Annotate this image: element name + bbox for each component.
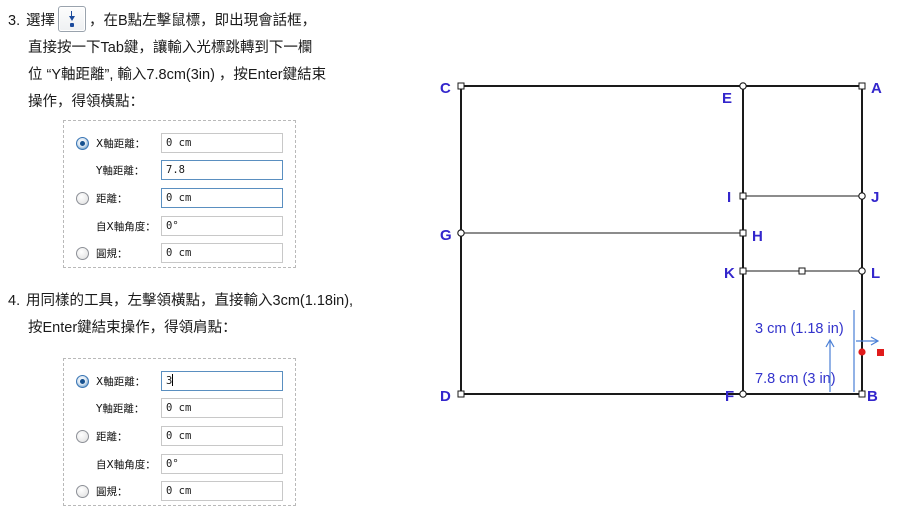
node-KL-mid[interactable] [798, 267, 806, 275]
step-3-number: 3. [8, 13, 21, 29]
step-3-line-4: 操作，得領橫點： [28, 94, 144, 110]
point-label-F: F [725, 388, 734, 405]
step-3-line-3: 位 “Y軸距離”, 輸入7.8cm(3in) ，按Enter鍵結束 [28, 67, 327, 83]
point-label-G: G [440, 227, 452, 244]
node-F[interactable] [739, 390, 747, 398]
input-x-distance[interactable]: 3 [161, 371, 283, 391]
radio-compass[interactable] [76, 484, 89, 498]
point-label-H: H [752, 228, 763, 245]
step-3-line-1: 選擇 [26, 13, 55, 29]
field-row-distance: 距離： 0 cm [64, 187, 295, 209]
field-row-x-distance: X軸距離： 3 [64, 370, 295, 392]
label-angle: 自X軸角度： [96, 220, 156, 233]
step-3: 3. 選擇 ，在B點左擊鼠標，即出現會話框， 直接按一下Tab鍵，讓輸入光標跳轉到下… [8, 6, 423, 116]
input-y-distance[interactable]: 7.8 [161, 160, 283, 180]
point-label-E: E [722, 90, 732, 107]
field-row-distance: 距離： 0 cm [64, 425, 295, 447]
step-3-line-2: 直接按一下Tab鍵，讓輸入光標跳轉到下一欄 [28, 40, 313, 56]
offset-dialog-2: X軸距離： 3 Y軸距離： 0 cm 距離： 0 cm 自X軸角度： 0° 圓規… [63, 358, 296, 506]
dimension-label-horizontal: 3 cm (1.18 in) [755, 321, 844, 337]
node-J[interactable] [858, 192, 866, 200]
label-distance: 距離： [96, 430, 128, 443]
input-y-distance[interactable]: 0 cm [161, 398, 283, 418]
node-L[interactable] [858, 267, 866, 275]
point-label-I: I [727, 189, 731, 206]
construction-lines [461, 195, 862, 272]
step-4-line-2: 按Enter鍵結束操作，得領肩點： [28, 320, 237, 336]
vertical-measure-arrow [825, 310, 855, 392]
cursor-square-marker [877, 349, 884, 356]
field-row-compass: 圓規： 0 cm [64, 480, 295, 502]
square-nodes [457, 82, 866, 398]
vertical-offset-tool-icon[interactable] [58, 6, 86, 32]
point-label-D: D [440, 388, 451, 405]
block-outline [460, 85, 863, 395]
node-D[interactable] [457, 390, 465, 398]
node-C[interactable] [457, 82, 465, 90]
field-row-angle: 自X軸角度： 0° [64, 215, 295, 237]
instruction-column: 3. 選擇 ，在B點左擊鼠標，即出現會話框， 直接按一下Tab鍵，讓輸入光標跳轉到下… [0, 0, 430, 523]
vertical-arrow-head [825, 338, 835, 348]
input-distance[interactable]: 0 cm [161, 426, 283, 446]
node-G[interactable] [457, 229, 465, 237]
horizontal-measure-arrow [856, 336, 880, 346]
field-row-y-distance: Y軸距離： 0 cm [64, 397, 295, 419]
label-x-distance: X軸距離： [96, 375, 146, 388]
label-y-distance: Y軸距離： [96, 164, 145, 177]
node-H[interactable] [739, 229, 747, 237]
radio-compass[interactable] [76, 246, 89, 260]
point-label-C: C [440, 80, 451, 97]
node-K[interactable] [739, 267, 747, 275]
radio-x-distance[interactable] [76, 374, 89, 388]
radio-distance[interactable] [76, 191, 89, 205]
input-x-distance[interactable]: 0 cm [161, 133, 283, 153]
label-angle: 自X軸角度： [96, 458, 156, 471]
field-row-x-distance: X軸距離： 0 cm [64, 132, 295, 154]
radio-x-distance[interactable] [76, 136, 89, 150]
dimension-label-vertical: 7.8 cm (3 in) [755, 371, 836, 387]
node-A[interactable] [858, 82, 866, 90]
input-angle[interactable]: 0° [161, 454, 283, 474]
cursor-point-marker [858, 348, 866, 356]
step-3-line-1b: ，在B點左擊鼠標，即出現會話框， [89, 13, 317, 29]
horizontal-arrow-head [870, 336, 880, 346]
anchor-dot-icon [70, 23, 74, 27]
circle-nodes [457, 82, 866, 398]
label-compass: 圓規： [96, 485, 128, 498]
radio-distance[interactable] [76, 429, 89, 443]
step-4-number: 4. [8, 293, 21, 309]
field-row-y-distance: Y軸距離： 7.8 [64, 159, 295, 181]
input-compass[interactable]: 0 cm [161, 243, 283, 263]
node-B[interactable] [858, 390, 866, 398]
label-distance: 距離： [96, 192, 128, 205]
label-x-distance: X軸距離： [96, 137, 146, 150]
arrow-shaft-icon [71, 11, 72, 18]
step-4: 4. 用同樣的工具，左擊領橫點，直接輸入3cm(1.18in), 按Enter鍵結… [8, 288, 423, 342]
input-angle[interactable]: 0° [161, 216, 283, 236]
field-row-compass: 圓規： 0 cm [64, 242, 295, 264]
field-row-angle: 自X軸角度： 0° [64, 453, 295, 475]
node-I[interactable] [739, 192, 747, 200]
offset-dialog-1: X軸距離： 0 cm Y軸距離： 7.8 距離： 0 cm 自X軸角度： 0° … [63, 120, 296, 268]
label-y-distance: Y軸距離： [96, 402, 145, 415]
label-compass: 圓規： [96, 247, 128, 260]
input-distance[interactable]: 0 cm [161, 188, 283, 208]
point-label-J: J [871, 189, 879, 206]
pattern-diagram: C A E I J G H K L D F B 3 cm (1.18 in) 7… [430, 0, 911, 523]
point-label-A: A [871, 80, 882, 97]
point-label-L: L [871, 265, 880, 282]
arrow-head-icon [69, 16, 75, 21]
point-label-K: K [724, 265, 735, 282]
step-4-line-1: 用同樣的工具，左擊領橫點，直接輸入3cm(1.18in), [26, 293, 354, 309]
node-E[interactable] [739, 82, 747, 90]
input-compass[interactable]: 0 cm [161, 481, 283, 501]
point-label-B: B [867, 388, 878, 405]
